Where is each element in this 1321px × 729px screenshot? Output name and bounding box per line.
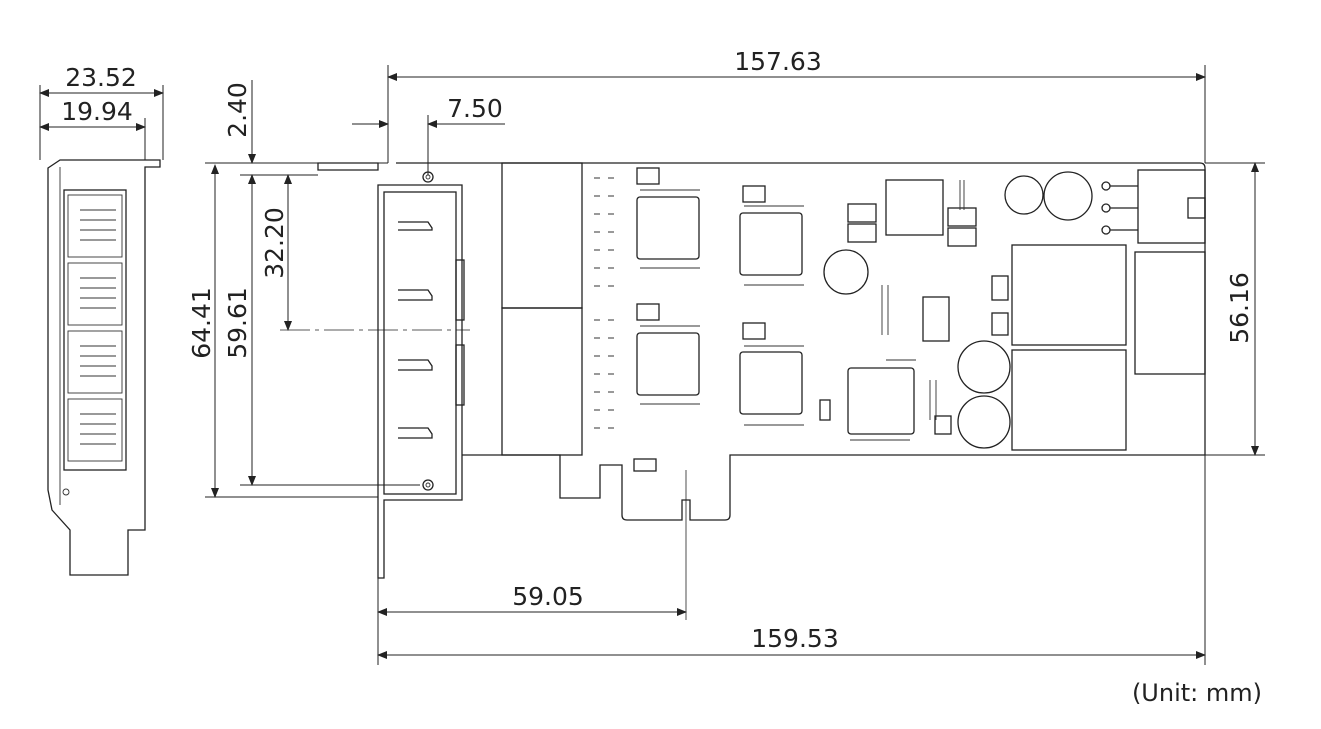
dim-56-16: 56.16 [1225, 272, 1254, 344]
dimension-edge-to-finger: 59.05 [377, 578, 687, 665]
dimension-board-length: 157.63 [387, 47, 1206, 163]
bracket-front-view [317, 162, 465, 579]
bracket-side-view [47, 159, 161, 576]
dim-157-63: 157.63 [734, 47, 821, 76]
dim-59-61: 59.61 [223, 287, 252, 359]
dim-2-40: 2.40 [223, 82, 252, 138]
unit-label: (Unit: mm) [1132, 679, 1262, 707]
pcb-board [396, 162, 1206, 521]
dim-32-20: 32.20 [260, 207, 289, 279]
dim-19-94: 19.94 [61, 97, 133, 126]
dim-64-41: 64.41 [187, 287, 216, 359]
dimension-bracket-inner-width: 19.94 [39, 97, 146, 160]
dimension-overall-length: 159.53 [377, 455, 1206, 665]
dim-23-52: 23.52 [65, 63, 137, 92]
dim-59-05: 59.05 [512, 582, 584, 611]
dimension-bracket-height: 64.41 [187, 164, 378, 498]
dim-7-50: 7.50 [447, 94, 503, 123]
dimension-bracket-offset: 7.50 [352, 94, 505, 175]
dimension-top-offset: 2.40 [205, 80, 388, 176]
dimension-port-center: 32.20 [260, 174, 292, 331]
dimension-bracket-overall-width: 23.52 [39, 63, 164, 160]
dimension-port-span: 59.61 [223, 174, 420, 486]
dimension-board-height: 56.16 [1205, 162, 1265, 456]
dim-159-53: 159.53 [751, 624, 838, 653]
